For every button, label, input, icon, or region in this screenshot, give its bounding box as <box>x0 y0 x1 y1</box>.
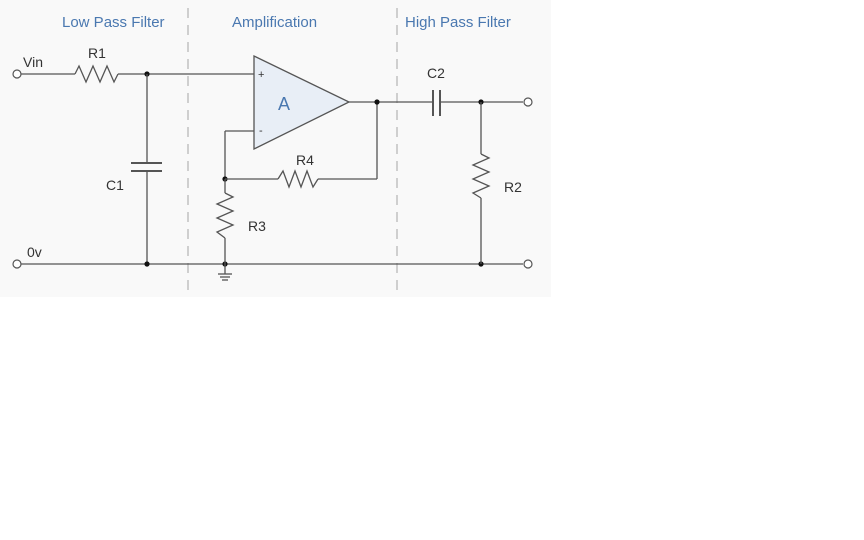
output-terminal <box>523 97 533 107</box>
capacitor-c2 <box>432 90 441 116</box>
resistor-r4 <box>277 169 319 189</box>
r2-label: R2 <box>504 179 522 195</box>
input-terminal <box>12 69 22 79</box>
c1-label: C1 <box>106 177 124 193</box>
opamp-label: A <box>278 94 290 114</box>
r4-label: R4 <box>296 152 314 168</box>
section-label-low-pass: Low Pass Filter <box>62 14 165 31</box>
resistor-r1 <box>74 64 119 84</box>
section-label-high-pass: High Pass Filter <box>405 14 511 31</box>
section-label-amplification: Amplification <box>232 14 317 31</box>
ground-label: 0v <box>27 244 42 260</box>
vin-label: Vin <box>23 54 43 70</box>
capacitor-c1 <box>131 162 162 172</box>
opamp <box>253 54 351 151</box>
resistor-r3 <box>215 192 235 239</box>
r1-label: R1 <box>88 45 106 61</box>
opamp-minus-label: - <box>259 125 263 137</box>
c2-label: C2 <box>427 65 445 81</box>
resistor-r2 <box>471 153 491 199</box>
circuit-diagram: Low Pass Filter Amplification High Pass … <box>0 0 551 297</box>
ground-icon <box>218 264 232 281</box>
ground-terminal <box>12 259 22 269</box>
opamp-plus-label: + <box>258 69 264 81</box>
r3-label: R3 <box>248 218 266 234</box>
